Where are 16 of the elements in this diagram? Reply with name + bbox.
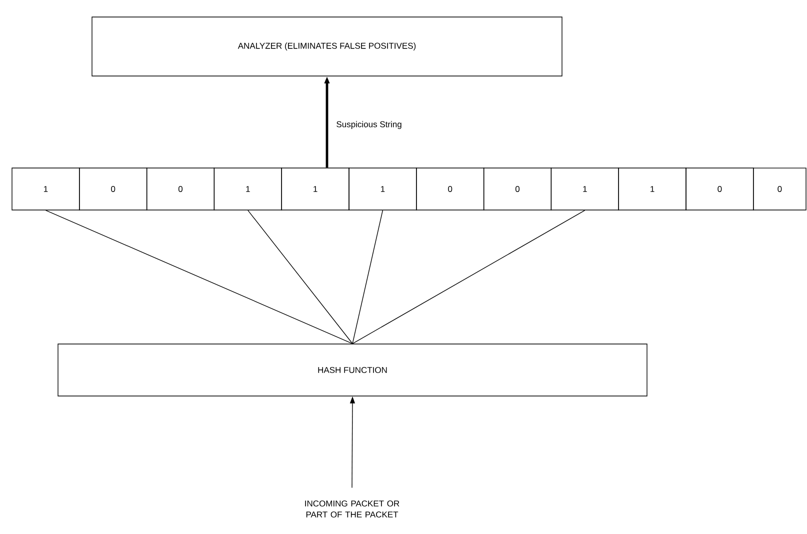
- bit-cell: 0: [146, 168, 215, 210]
- bit-cell: 1: [618, 168, 686, 210]
- bit-cell: 1: [281, 168, 350, 210]
- analyzer-box: ANALYZER (ELIMINATES FALSE POSITIVES): [92, 16, 562, 76]
- bit-cell: 0: [686, 168, 754, 210]
- hash-function-box: HASH FUNCTION: [58, 344, 648, 396]
- bit-cell: 1: [12, 168, 80, 210]
- edge-label: Suspicious String: [335, 120, 403, 130]
- bit-cell: 0: [416, 168, 484, 210]
- bit-cell: 1: [348, 168, 417, 210]
- bit-cell: 1: [214, 168, 282, 210]
- bit-cell: 0: [753, 168, 806, 210]
- bit-cell: 0: [79, 168, 148, 210]
- bit-cell: 1: [550, 168, 619, 210]
- input-text: INCOMING PACKET OR PART OF THE PACKET: [305, 500, 400, 518]
- bit-cell: 0: [483, 168, 552, 210]
